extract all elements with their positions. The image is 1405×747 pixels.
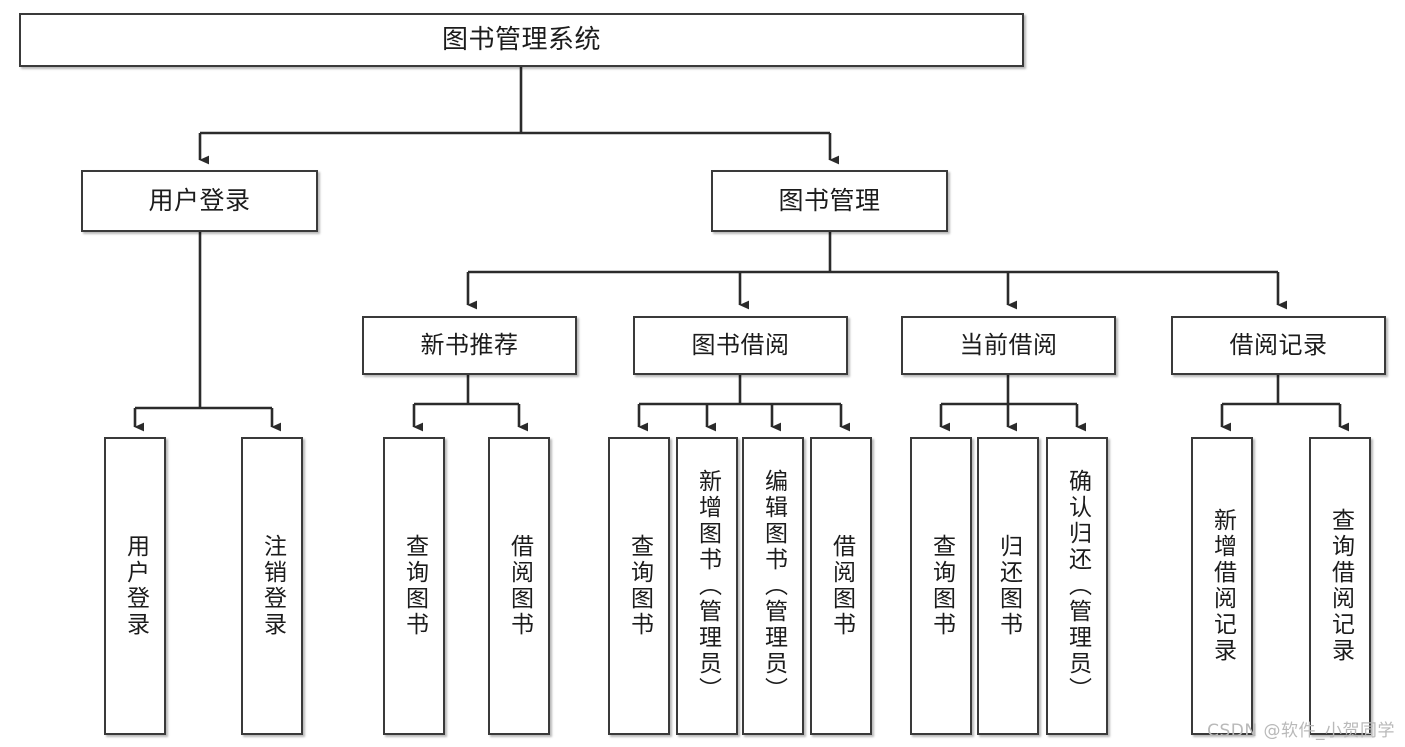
leaf-current-confirm-return-admin-label: 确认归还（管理员）: [1064, 469, 1091, 703]
leaf-current-return-book[interactable]: 归还图书: [977, 437, 1039, 735]
node-borrow-record-label: 借阅记录: [1229, 331, 1328, 360]
leaf-current-confirm-return-admin[interactable]: 确认归还（管理员）: [1046, 437, 1108, 735]
leaf-record-add-borrow-record-label: 新增借阅记录: [1209, 508, 1236, 664]
leaf-user-logout-label: 注销登录: [259, 534, 286, 638]
leaf-current-query-book-label: 查询图书: [928, 534, 955, 638]
leaf-borrow-do-borrow-label: 借阅图书: [828, 534, 855, 638]
node-root-system-label: 图书管理系统: [441, 24, 601, 55]
node-book-manage[interactable]: 图书管理: [711, 170, 948, 232]
leaf-user-login[interactable]: 用户登录: [104, 437, 166, 735]
leaf-borrow-query-book[interactable]: 查询图书: [608, 437, 670, 735]
node-current-borrow[interactable]: 当前借阅: [901, 316, 1116, 375]
leaf-record-query-borrow-record[interactable]: 查询借阅记录: [1309, 437, 1371, 735]
leaf-record-query-borrow-record-label: 查询借阅记录: [1327, 508, 1354, 664]
leaf-borrow-add-book-admin[interactable]: 新增图书（管理员）: [676, 437, 738, 735]
node-book-borrow-label: 图书借阅: [691, 331, 790, 360]
node-root-system[interactable]: 图书管理系统: [19, 13, 1024, 67]
leaf-user-login-label: 用户登录: [122, 534, 149, 638]
leaf-current-query-book[interactable]: 查询图书: [910, 437, 972, 735]
node-book-manage-label: 图书管理: [778, 186, 881, 216]
leaf-record-add-borrow-record[interactable]: 新增借阅记录: [1191, 437, 1253, 735]
node-user-login-label: 用户登录: [148, 186, 251, 216]
leaf-recommend-query-book[interactable]: 查询图书: [383, 437, 445, 735]
leaf-borrow-query-book-label: 查询图书: [626, 534, 653, 638]
leaf-recommend-borrow-book[interactable]: 借阅图书: [488, 437, 550, 735]
leaf-recommend-query-book-label: 查询图书: [401, 534, 428, 638]
leaf-borrow-edit-book-admin[interactable]: 编辑图书（管理员）: [742, 437, 804, 735]
node-user-login[interactable]: 用户登录: [81, 170, 318, 232]
node-new-book-recommend[interactable]: 新书推荐: [362, 316, 577, 375]
leaf-borrow-edit-book-admin-label: 编辑图书（管理员）: [760, 469, 787, 703]
leaf-current-return-book-label: 归还图书: [995, 534, 1022, 638]
node-book-borrow[interactable]: 图书借阅: [633, 316, 848, 375]
leaf-borrow-do-borrow[interactable]: 借阅图书: [810, 437, 872, 735]
csdn-watermark: CSDN @软件_小贺同学: [1207, 721, 1395, 741]
leaf-borrow-add-book-admin-label: 新增图书（管理员）: [694, 469, 721, 703]
node-borrow-record[interactable]: 借阅记录: [1171, 316, 1386, 375]
node-new-book-recommend-label: 新书推荐: [420, 331, 519, 360]
leaf-recommend-borrow-book-label: 借阅图书: [506, 534, 533, 638]
leaf-user-logout[interactable]: 注销登录: [241, 437, 303, 735]
node-current-borrow-label: 当前借阅: [959, 331, 1058, 360]
